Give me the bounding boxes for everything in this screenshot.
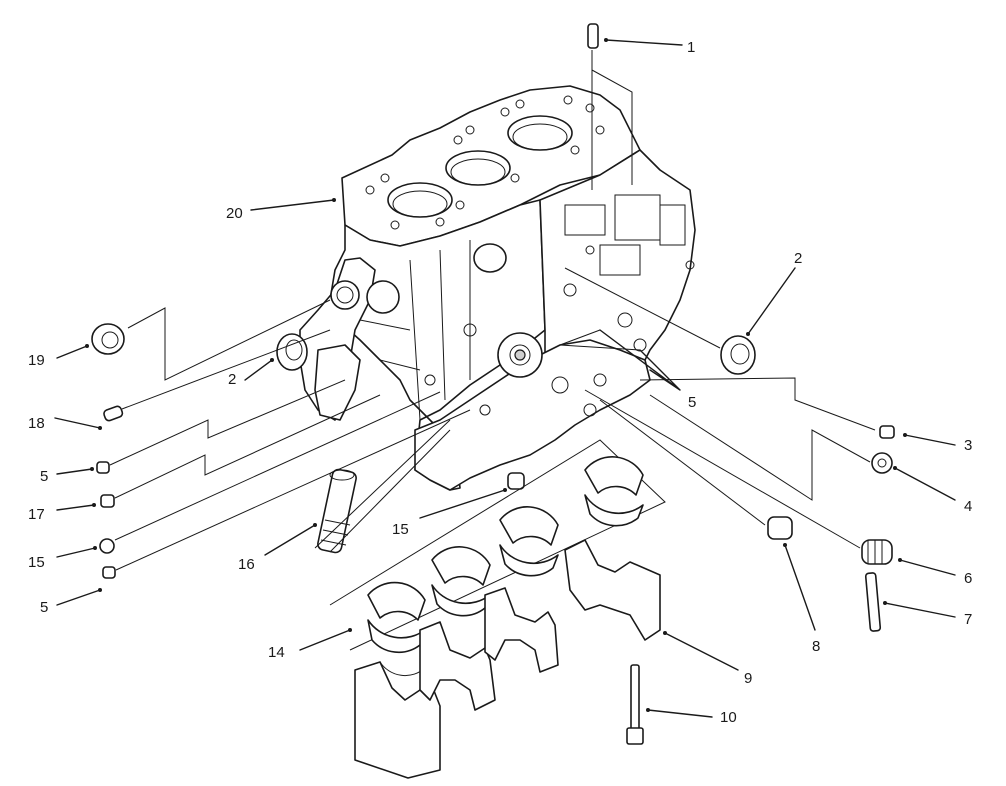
callout-20: 20 — [226, 205, 243, 222]
dowel-pin — [587, 23, 599, 49]
leader-lines — [54, 38, 956, 718]
plug-3 — [879, 425, 895, 439]
callout-14: 14 — [268, 644, 285, 661]
callout-7: 7 — [964, 611, 972, 628]
plug-15-mid — [507, 472, 525, 490]
plug-4 — [871, 452, 893, 474]
callout-5-left-top: 5 — [40, 468, 48, 485]
callout-15-mid: 15 — [392, 521, 409, 538]
callout-2-right: 2 — [794, 250, 802, 267]
bushing-8 — [767, 516, 793, 540]
main-bearing-shells — [329, 439, 666, 654]
main-bearing-caps — [354, 539, 661, 779]
callout-3: 3 — [964, 437, 972, 454]
callout-9: 9 — [744, 670, 752, 687]
front-bushing-right — [720, 335, 756, 375]
callout-5-left-bottom: 5 — [40, 599, 48, 616]
callout-10: 10 — [720, 709, 737, 726]
callout-1: 1 — [687, 39, 695, 56]
callout-18: 18 — [28, 415, 45, 432]
spring-6 — [861, 539, 893, 565]
plug-5-bottom — [102, 566, 116, 579]
front-bushing-left — [276, 333, 308, 371]
oil-relief-valve — [317, 468, 357, 554]
plug-15-left — [99, 538, 115, 554]
callout-19: 19 — [28, 352, 45, 369]
callout-5-mid: 5 — [688, 394, 696, 411]
callout-labels: 1 20 2 2 19 18 5 17 15 5 16 15 5 3 4 6 7… — [28, 39, 972, 726]
main-bearing-bolt — [626, 664, 644, 745]
cylinder-block — [299, 85, 696, 491]
callout-17: 17 — [28, 506, 45, 523]
callout-6: 6 — [964, 570, 972, 587]
callout-8: 8 — [812, 638, 820, 655]
rear-oil-seal — [91, 323, 125, 355]
rod-7 — [864, 572, 882, 632]
plug-17 — [100, 494, 115, 508]
callout-16: 16 — [238, 556, 255, 573]
plug-18 — [103, 405, 124, 422]
callout-15-left: 15 — [28, 554, 45, 571]
callout-2-left: 2 — [228, 371, 236, 388]
callout-4: 4 — [964, 498, 972, 515]
plug-5-top — [96, 461, 110, 474]
